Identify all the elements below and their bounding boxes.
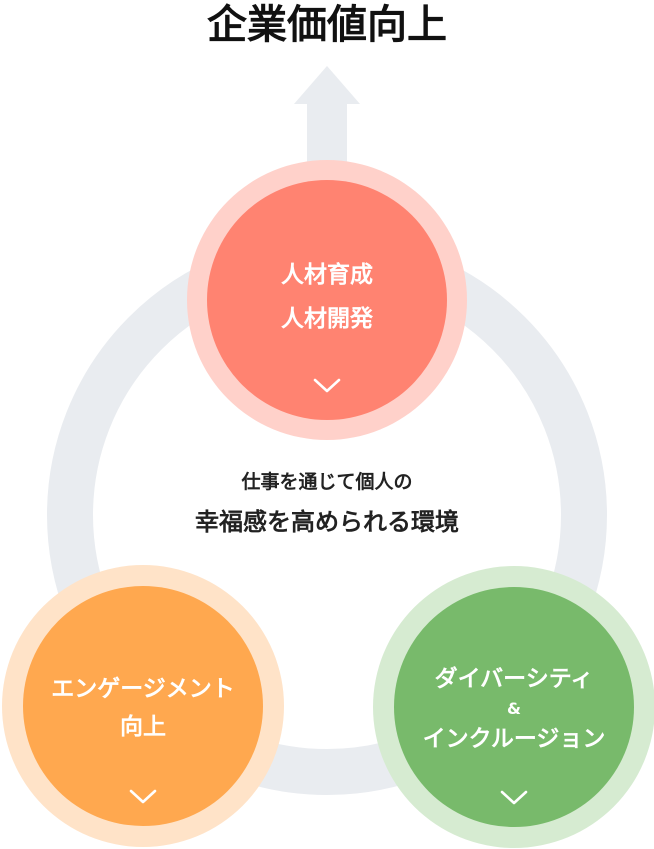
chevron-down-icon: [313, 378, 341, 393]
node-circle: [23, 586, 263, 826]
arrow-head: [294, 66, 360, 104]
node-circle: [207, 180, 447, 420]
node-diversity-inclusion: ダイバーシティ & インクルージョン: [373, 566, 654, 848]
node-engagement: エンゲージメント 向上: [2, 565, 284, 847]
diagram-title: 企業価値向上: [207, 2, 447, 48]
node-label-line2: 向上: [120, 713, 166, 740]
chevron-down-icon: [500, 790, 528, 805]
node-talent-development: 人材育成 人材開発: [187, 160, 467, 440]
center-text-line2: 幸福感を高められる環境: [195, 508, 459, 536]
center-text-line1: 仕事を通じて個人の: [240, 470, 412, 493]
node-label-line1: ダイバーシティ: [435, 665, 594, 692]
node-label-line1: 人材育成: [281, 261, 373, 288]
node-label-line1: エンゲージメント: [51, 676, 235, 702]
node-circle: [394, 587, 634, 827]
node-label-line3: インクルージョン: [423, 726, 606, 752]
node-label-ampersand: &: [507, 699, 521, 718]
node-label-line2: 人材開発: [281, 306, 374, 332]
chevron-down-icon: [129, 789, 157, 804]
